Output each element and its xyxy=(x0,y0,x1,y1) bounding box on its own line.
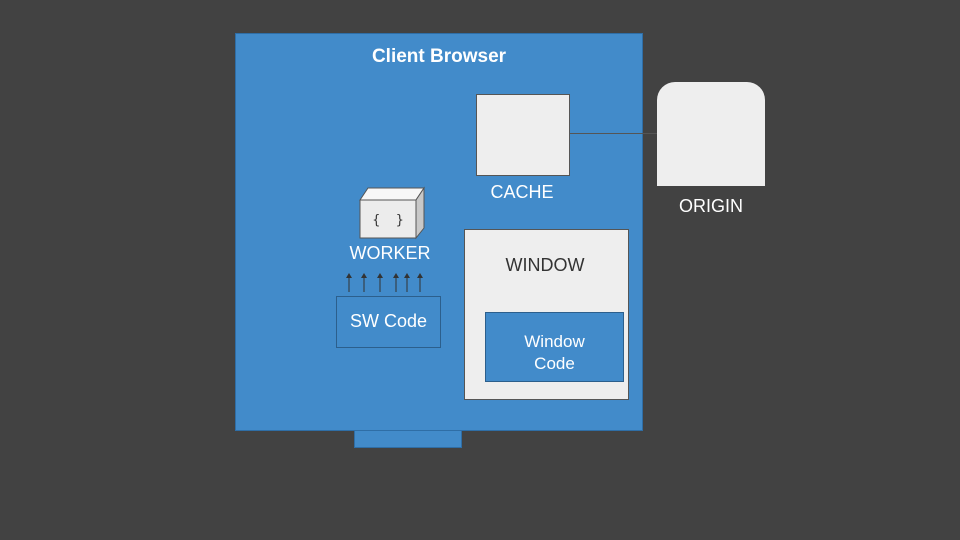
window-box: WINDOW Window Code xyxy=(464,229,629,400)
cache-box xyxy=(476,94,570,176)
up-arrow xyxy=(346,273,352,292)
browser-stand xyxy=(354,430,462,448)
window-code-label: Window Code xyxy=(486,331,623,375)
up-arrow xyxy=(377,273,383,292)
window-code-line1: Window xyxy=(524,332,585,351)
up-arrow xyxy=(393,273,399,292)
window-code-line2: Code xyxy=(534,354,575,373)
window-label: WINDOW xyxy=(505,255,585,275)
worker-arrows xyxy=(344,272,428,299)
up-arrow xyxy=(404,273,410,292)
cube-code-text: { } xyxy=(372,213,403,228)
origin-server-shape xyxy=(657,82,765,186)
cache-origin-connector xyxy=(570,133,658,134)
origin-label: ORIGIN xyxy=(678,196,743,216)
worker-label: WORKER xyxy=(349,243,431,263)
browser-title: Client Browser xyxy=(371,46,507,67)
sw-code-label: SW Code xyxy=(349,311,428,331)
window-code-box: Window Code xyxy=(485,312,624,382)
up-arrow xyxy=(417,273,423,292)
sw-code-box: SW Code xyxy=(336,296,441,348)
code-cube-icon: { } xyxy=(358,186,426,245)
up-arrow xyxy=(361,273,367,292)
cache-label: CACHE xyxy=(490,182,554,202)
